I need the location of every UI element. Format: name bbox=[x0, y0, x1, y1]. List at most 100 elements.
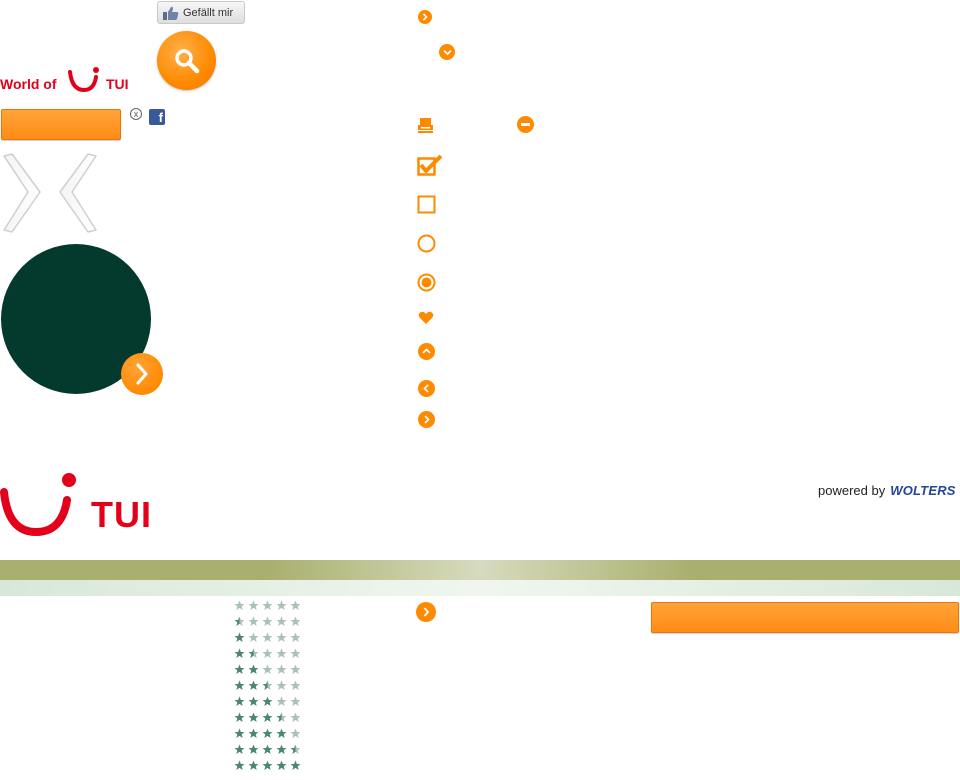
chevron-left-icon[interactable] bbox=[418, 380, 435, 397]
star-icon bbox=[234, 616, 245, 626]
tui-label: TUI bbox=[91, 494, 152, 535]
chevron-decoration bbox=[3, 153, 97, 233]
radio-selected-icon[interactable] bbox=[416, 272, 437, 293]
star-icon bbox=[290, 712, 301, 722]
star-icon bbox=[234, 728, 245, 738]
star-icon bbox=[276, 696, 287, 706]
star-icon bbox=[290, 664, 301, 674]
star-icon bbox=[276, 760, 287, 770]
star-icon bbox=[276, 744, 287, 754]
star-icon bbox=[262, 728, 273, 738]
chevron-right-icon[interactable] bbox=[418, 10, 432, 24]
star-icon bbox=[248, 632, 259, 642]
rating-row bbox=[234, 696, 301, 707]
star-icon bbox=[248, 760, 259, 770]
star-icon bbox=[276, 712, 287, 722]
chevron-right-icon[interactable] bbox=[416, 602, 436, 622]
rating-row bbox=[234, 664, 301, 675]
star-icon bbox=[276, 616, 287, 626]
printer-icon[interactable] bbox=[417, 117, 434, 134]
header-band bbox=[0, 560, 960, 580]
heart-icon[interactable] bbox=[418, 311, 434, 325]
rating-row bbox=[234, 744, 301, 755]
tui-smile-icon bbox=[68, 67, 99, 93]
chevron-right-icon[interactable] bbox=[418, 411, 435, 428]
chevron-left-shape bbox=[59, 153, 97, 233]
rating-row bbox=[234, 760, 301, 771]
star-icon bbox=[234, 712, 245, 722]
star-icon bbox=[234, 664, 245, 674]
rating-row bbox=[234, 600, 301, 611]
star-icon bbox=[262, 760, 273, 770]
search-icon bbox=[174, 48, 199, 73]
star-icon bbox=[262, 648, 273, 658]
minus-icon[interactable] bbox=[517, 116, 534, 133]
powered-by: powered by WOLTERS bbox=[818, 481, 956, 499]
star-icon bbox=[290, 648, 301, 658]
star-icon bbox=[276, 728, 287, 738]
star-icon bbox=[290, 600, 301, 610]
circle-next-button[interactable] bbox=[121, 353, 163, 395]
facebook-like-button[interactable]: Gefällt mir bbox=[157, 1, 245, 24]
star-icon bbox=[262, 744, 273, 754]
powered-prefix: powered by bbox=[818, 482, 886, 498]
radio-empty-icon[interactable] bbox=[416, 233, 437, 254]
star-icon bbox=[276, 600, 287, 610]
star-icon bbox=[248, 744, 259, 754]
star-icon bbox=[262, 696, 273, 706]
tui-logo: TUI bbox=[0, 472, 152, 536]
tui-smile-icon bbox=[0, 473, 76, 536]
star-icon bbox=[262, 680, 273, 690]
star-icon bbox=[290, 728, 301, 738]
rating-row bbox=[234, 712, 301, 723]
subheader-band bbox=[0, 580, 960, 596]
world-of-label: World of bbox=[0, 76, 57, 92]
star-icon bbox=[234, 632, 245, 642]
thumbs-up-icon bbox=[163, 6, 179, 20]
star-icon bbox=[234, 600, 245, 610]
star-icon bbox=[234, 680, 245, 690]
star-icon bbox=[290, 760, 301, 770]
star-icon bbox=[248, 616, 259, 626]
powered-brand: WOLTERS bbox=[890, 482, 956, 498]
star-icon bbox=[276, 664, 287, 674]
star-icon bbox=[276, 632, 287, 642]
rating-row bbox=[234, 616, 301, 627]
star-icon bbox=[248, 600, 259, 610]
rating-row bbox=[234, 728, 301, 739]
like-label: Gefällt mir bbox=[183, 6, 234, 19]
star-icon bbox=[276, 648, 287, 658]
star-icon bbox=[276, 680, 287, 690]
star-icon bbox=[290, 696, 301, 706]
star-icon bbox=[248, 664, 259, 674]
star-icon bbox=[248, 728, 259, 738]
checkbox-empty-icon[interactable] bbox=[417, 195, 437, 215]
search-button[interactable] bbox=[157, 31, 216, 90]
star-icon bbox=[234, 760, 245, 770]
star-icon bbox=[290, 680, 301, 690]
star-icon bbox=[262, 712, 273, 722]
chevron-down-icon[interactable] bbox=[439, 44, 455, 60]
star-icon bbox=[290, 616, 301, 626]
chevron-right-shape bbox=[3, 153, 41, 233]
star-icon bbox=[262, 616, 273, 626]
rating-row bbox=[234, 648, 301, 659]
tui-small-label: TUI bbox=[106, 76, 129, 92]
close-icon[interactable]: x bbox=[130, 108, 142, 120]
world-of-tui-logo: World of TUI bbox=[0, 66, 135, 96]
rating-row bbox=[234, 632, 301, 643]
wide-orange-button[interactable] bbox=[651, 602, 959, 633]
star-icon bbox=[234, 696, 245, 706]
star-icon bbox=[248, 696, 259, 706]
checkbox-checked-icon[interactable] bbox=[417, 154, 443, 176]
star-icon bbox=[248, 680, 259, 690]
chevron-up-icon[interactable] bbox=[418, 343, 435, 360]
orange-action-button[interactable] bbox=[1, 109, 121, 140]
star-icon bbox=[248, 712, 259, 722]
facebook-icon[interactable]: f bbox=[149, 109, 165, 125]
star-icon bbox=[234, 648, 245, 658]
star-icon bbox=[262, 632, 273, 642]
star-icon bbox=[234, 744, 245, 754]
chevron-right-icon bbox=[136, 363, 148, 385]
star-icon bbox=[248, 648, 259, 658]
